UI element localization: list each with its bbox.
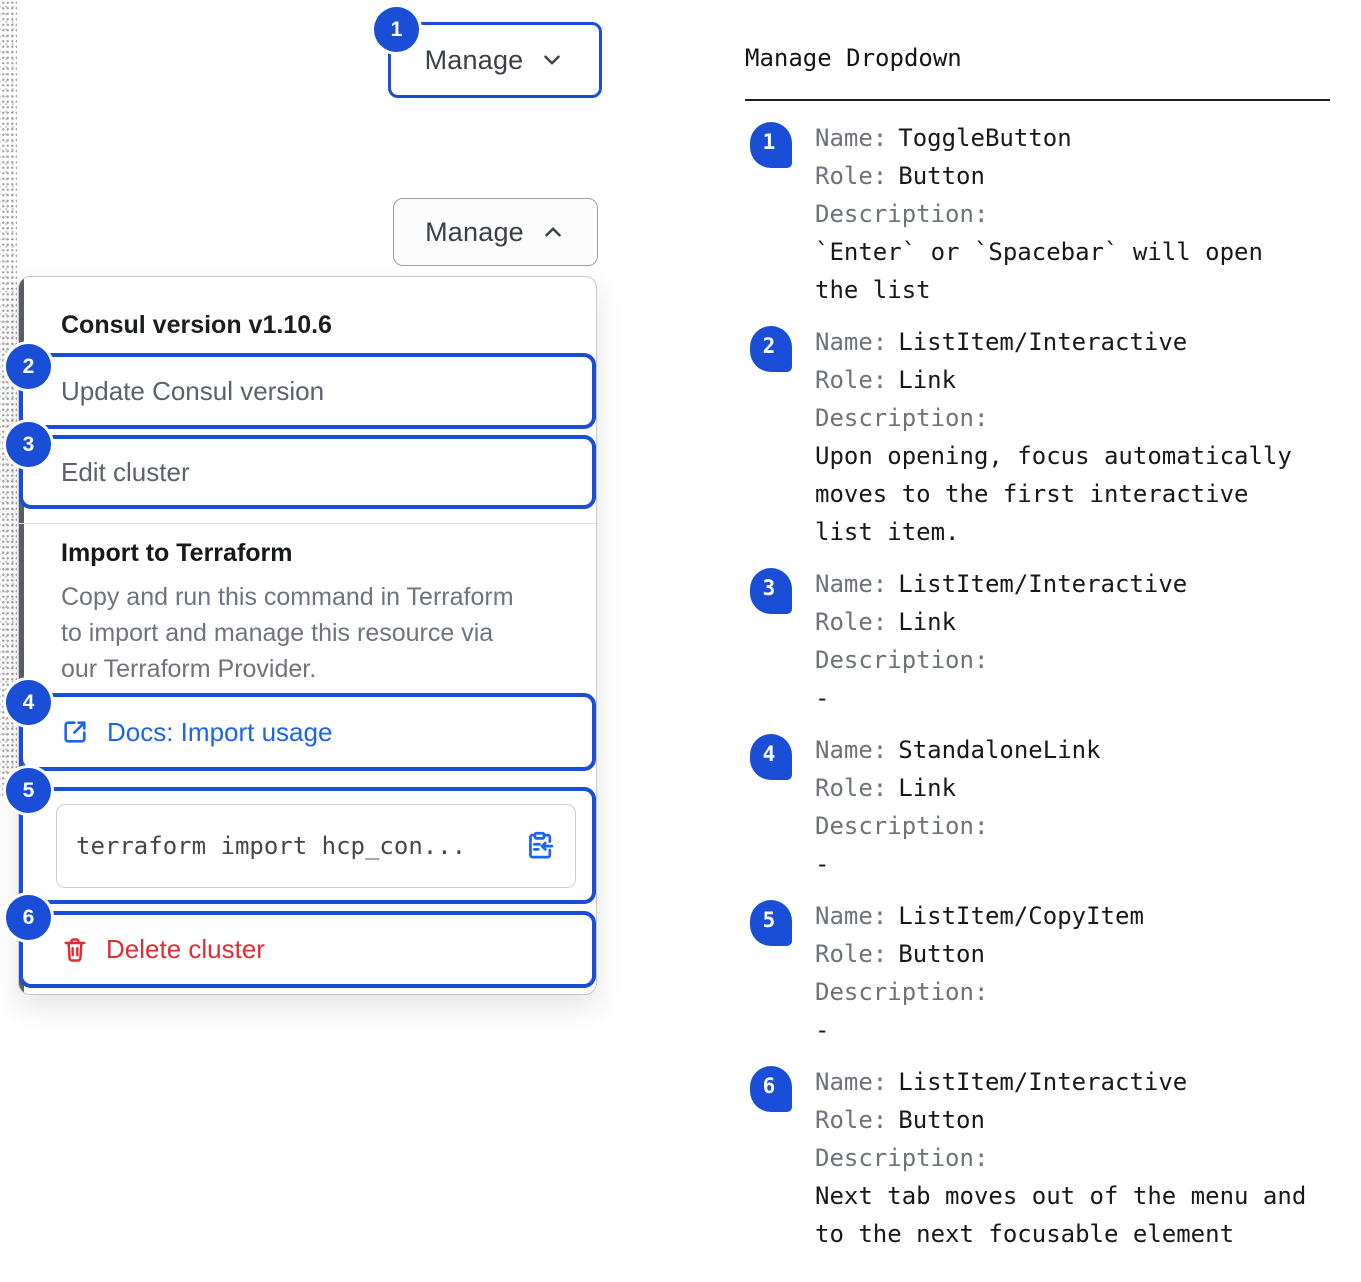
trash-icon [64,937,86,962]
legend-item-1: 1 Name: ToggleButton Role: Button Descript… [745,119,1330,309]
role-label: Role: [815,608,888,636]
name-label: Name: [815,124,888,152]
description-label: Description: [815,1144,989,1172]
description-value: Next tab moves out of the menu and to th… [815,1182,1307,1248]
description-label: Description: [815,646,989,674]
description-label: Description: [815,812,989,840]
manage-toggle-button-expanded[interactable]: Manage [393,198,598,266]
manage-toggle-button-collapsed[interactable]: Manage [388,22,602,98]
panel-left-edge [19,277,24,994]
legend-item-3: 3 Name: ListItem/Interactive Role: Link De… [745,565,1330,717]
terraform-command-text: terraform import hcp_con... [76,831,467,860]
left-edge-texture [0,0,17,798]
menu-item-label: Edit cluster [61,456,190,487]
role-label: Role: [815,1106,888,1134]
menu-item-edit-cluster[interactable]: Edit cluster [19,435,596,509]
consul-version-header: Consul version v1.10.6 [61,311,332,339]
legend-title: Manage Dropdown [745,44,962,72]
role-value: Button [898,1106,985,1134]
manage-dropdown-menu: Consul version v1.10.6 Update Consul ver… [18,276,597,995]
clipboard-copy-icon[interactable] [524,830,555,861]
manage-button-label: Manage [424,44,524,75]
name-value: StandaloneLink [898,736,1101,764]
role-value: Link [898,366,957,394]
menu-item-label: Update Consul version [61,375,325,406]
description-value: - [815,684,830,712]
terraform-command-field[interactable]: terraform import hcp_con... [56,803,576,888]
docs-link-label: Docs: Import usage [107,716,333,747]
legend-badge-2: 2 [750,326,792,372]
legend-item-6: 6 Name:ListItem/Interactive Role:Button … [745,1063,1330,1253]
description-label: Description: [815,404,989,432]
legend-title-rule [745,99,1330,101]
description-value: Upon opening, focus automatically moves … [815,442,1292,546]
annotation-badge-3: 3 [6,422,51,467]
role-value: Button [898,162,985,190]
menu-item-delete-cluster[interactable]: Delete cluster [19,911,596,988]
legend-items: 1 Name: ToggleButton Role: Button Descript… [745,119,1330,1253]
description-value: - [815,1016,830,1044]
legend-item-4: 4 Name: StandaloneLink Role: Link Descript… [745,731,1330,883]
legend-panel: Manage Dropdown 1 Name: ToggleButton Role… [745,44,1330,1267]
menu-item-copy-command[interactable]: terraform import hcp_con... [19,787,596,904]
role-label: Role: [815,774,888,802]
legend-item-5: 5 Name: ListItem/CopyItem Role: Button Des… [745,897,1330,1049]
description-label: Description: [815,200,989,228]
name-value: ListItem/CopyItem [898,902,1144,930]
name-label: Name: [815,570,888,598]
role-label: Role: [815,940,888,968]
annotation-badge-1: 1 [374,7,419,52]
annotation-badge-2: 2 [6,344,51,389]
name-label: Name: [815,1068,888,1096]
role-label: Role: [815,162,888,190]
legend-badge-3: 3 [750,568,792,614]
role-label: Role: [815,366,888,394]
menu-divider [19,523,596,524]
description-label: Description: [815,978,989,1006]
annotation-badge-4: 4 [6,680,51,725]
chevron-up-icon [545,227,561,237]
description-value: - [815,850,830,878]
chevron-down-icon [544,55,561,65]
external-link-icon [64,721,86,743]
name-value: ListItem/Interactive [898,570,1188,598]
legend-item-2: 2 Name: ListItem/Interactive Role: Link De… [745,323,1330,551]
annotation-badge-5: 5 [6,768,51,813]
manage-button-label: Manage [425,216,524,247]
role-value: Link [898,608,957,636]
legend-badge-5: 5 [750,900,792,946]
import-section-title: Import to Terraform [61,539,293,567]
delete-cluster-label: Delete cluster [106,934,265,964]
description-value: `Enter` or `Spacebar` will open the list [815,238,1263,304]
name-value: ToggleButton [898,124,1072,152]
legend-badge-1: 1 [750,122,792,168]
annotation-badge-6: 6 [6,895,51,940]
menu-item-update-consul-version[interactable]: Update Consul version [19,353,596,429]
import-section-description: Copy and run this command in Terraform t… [61,583,514,683]
name-value: ListItem/Interactive [898,1068,1188,1096]
menu-item-docs-import-usage[interactable]: Docs: Import usage [19,693,596,771]
name-label: Name: [815,328,888,356]
name-label: Name: [815,902,888,930]
name-value: ListItem/Interactive [898,328,1188,356]
role-value: Button [898,940,985,968]
name-label: Name: [815,736,888,764]
role-value: Link [898,774,957,802]
legend-badge-6: 6 [750,1066,792,1112]
legend-badge-4: 4 [750,734,792,780]
